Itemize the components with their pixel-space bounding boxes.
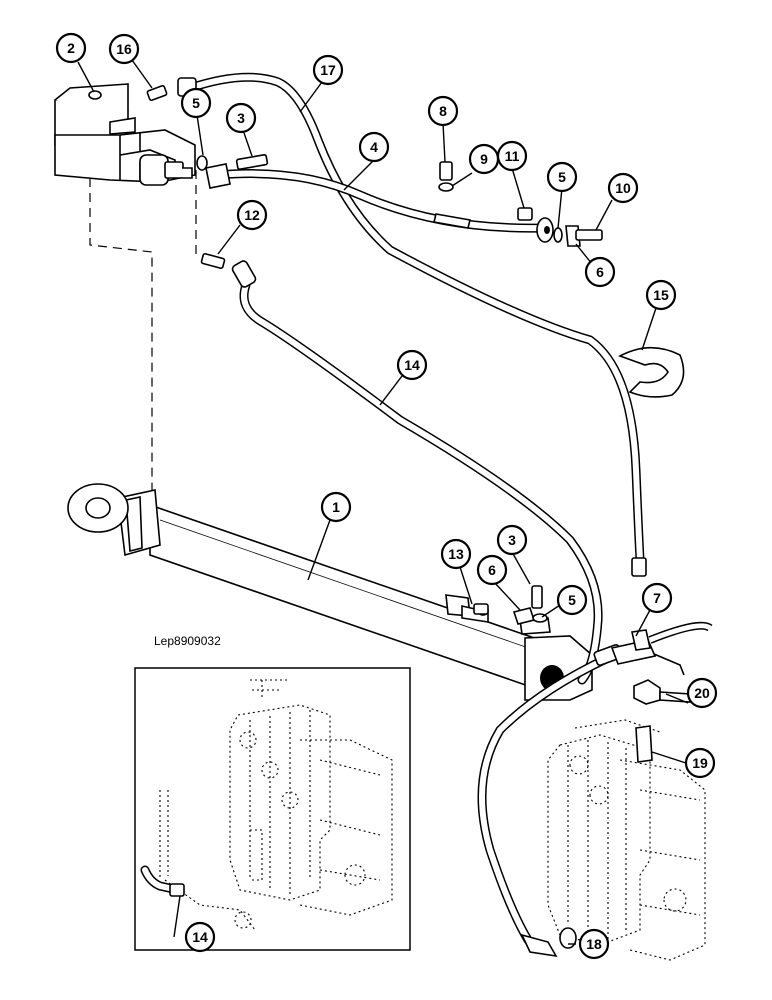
svg-text:3: 3 <box>508 532 516 548</box>
svg-text:5: 5 <box>568 592 576 608</box>
svg-text:16: 16 <box>116 41 132 57</box>
callout-4: 4 <box>358 131 390 163</box>
svg-text:6: 6 <box>596 264 604 280</box>
reference-code: Lep8909032 <box>154 634 221 648</box>
svg-text:19: 19 <box>692 755 708 771</box>
inset-hose-end <box>140 865 185 897</box>
svg-text:1: 1 <box>332 499 340 515</box>
main-valve-bank-illustration <box>547 719 706 961</box>
svg-text:12: 12 <box>244 207 260 223</box>
callout-6-cylinder: 6 <box>476 554 508 586</box>
callout-13: 13 <box>440 538 472 570</box>
svg-text:7: 7 <box>653 590 661 606</box>
callout-19: 19 <box>684 747 716 779</box>
svg-text:5: 5 <box>558 169 566 185</box>
svg-text:14: 14 <box>192 929 208 945</box>
callout-5: 5 <box>180 87 212 119</box>
callout-6: 6 <box>584 256 616 288</box>
callout-11: 11 <box>496 140 528 172</box>
callout-3-cylinder: 3 <box>496 524 528 556</box>
hose-14 <box>231 260 603 685</box>
inset-frame <box>134 667 411 951</box>
callout-18: 18 <box>578 928 610 960</box>
callout-8: 8 <box>427 95 459 127</box>
callout-3: 3 <box>225 102 257 134</box>
svg-text:2: 2 <box>67 40 75 56</box>
svg-text:15: 15 <box>653 287 669 303</box>
callout-17: 17 <box>312 54 344 86</box>
hose-17 <box>177 72 647 577</box>
svg-text:10: 10 <box>615 180 631 196</box>
callout-5-pipe: 5 <box>546 161 578 193</box>
callout-15: 15 <box>645 279 677 311</box>
svg-text:4: 4 <box>370 139 378 155</box>
callout-14-inset: 14 <box>184 921 216 953</box>
svg-text:14: 14 <box>404 357 420 373</box>
callout-10: 10 <box>607 172 639 204</box>
leader-lines <box>77 59 689 945</box>
svg-text:17: 17 <box>320 62 336 78</box>
svg-text:18: 18 <box>586 936 602 952</box>
callout-2: 2 <box>55 32 87 64</box>
hydraulic-cylinder <box>67 483 593 701</box>
pipe-4 <box>205 163 554 243</box>
callout-9: 9 <box>468 143 500 175</box>
hose-to-valve <box>477 644 623 958</box>
callout-16: 16 <box>108 33 140 65</box>
callout-14-hose: 14 <box>396 349 428 381</box>
adapter-part-16 <box>146 84 168 102</box>
callout-1: 1 <box>320 491 352 523</box>
svg-text:6: 6 <box>488 562 496 578</box>
svg-text:11: 11 <box>505 148 520 164</box>
svg-text:13: 13 <box>448 546 464 562</box>
inset-valve-bank-illustration <box>159 679 393 931</box>
callout-20: 20 <box>686 677 718 709</box>
valve-block <box>54 83 196 186</box>
alignment-lines <box>89 170 197 490</box>
svg-text:8: 8 <box>439 103 447 119</box>
callout-7: 7 <box>641 582 673 614</box>
callout-12: 12 <box>236 199 268 231</box>
svg-text:20: 20 <box>694 685 710 701</box>
svg-text:9: 9 <box>480 151 488 167</box>
callout-5-cylinder: 5 <box>556 584 588 616</box>
svg-text:3: 3 <box>237 110 245 126</box>
svg-text:5: 5 <box>192 95 200 111</box>
